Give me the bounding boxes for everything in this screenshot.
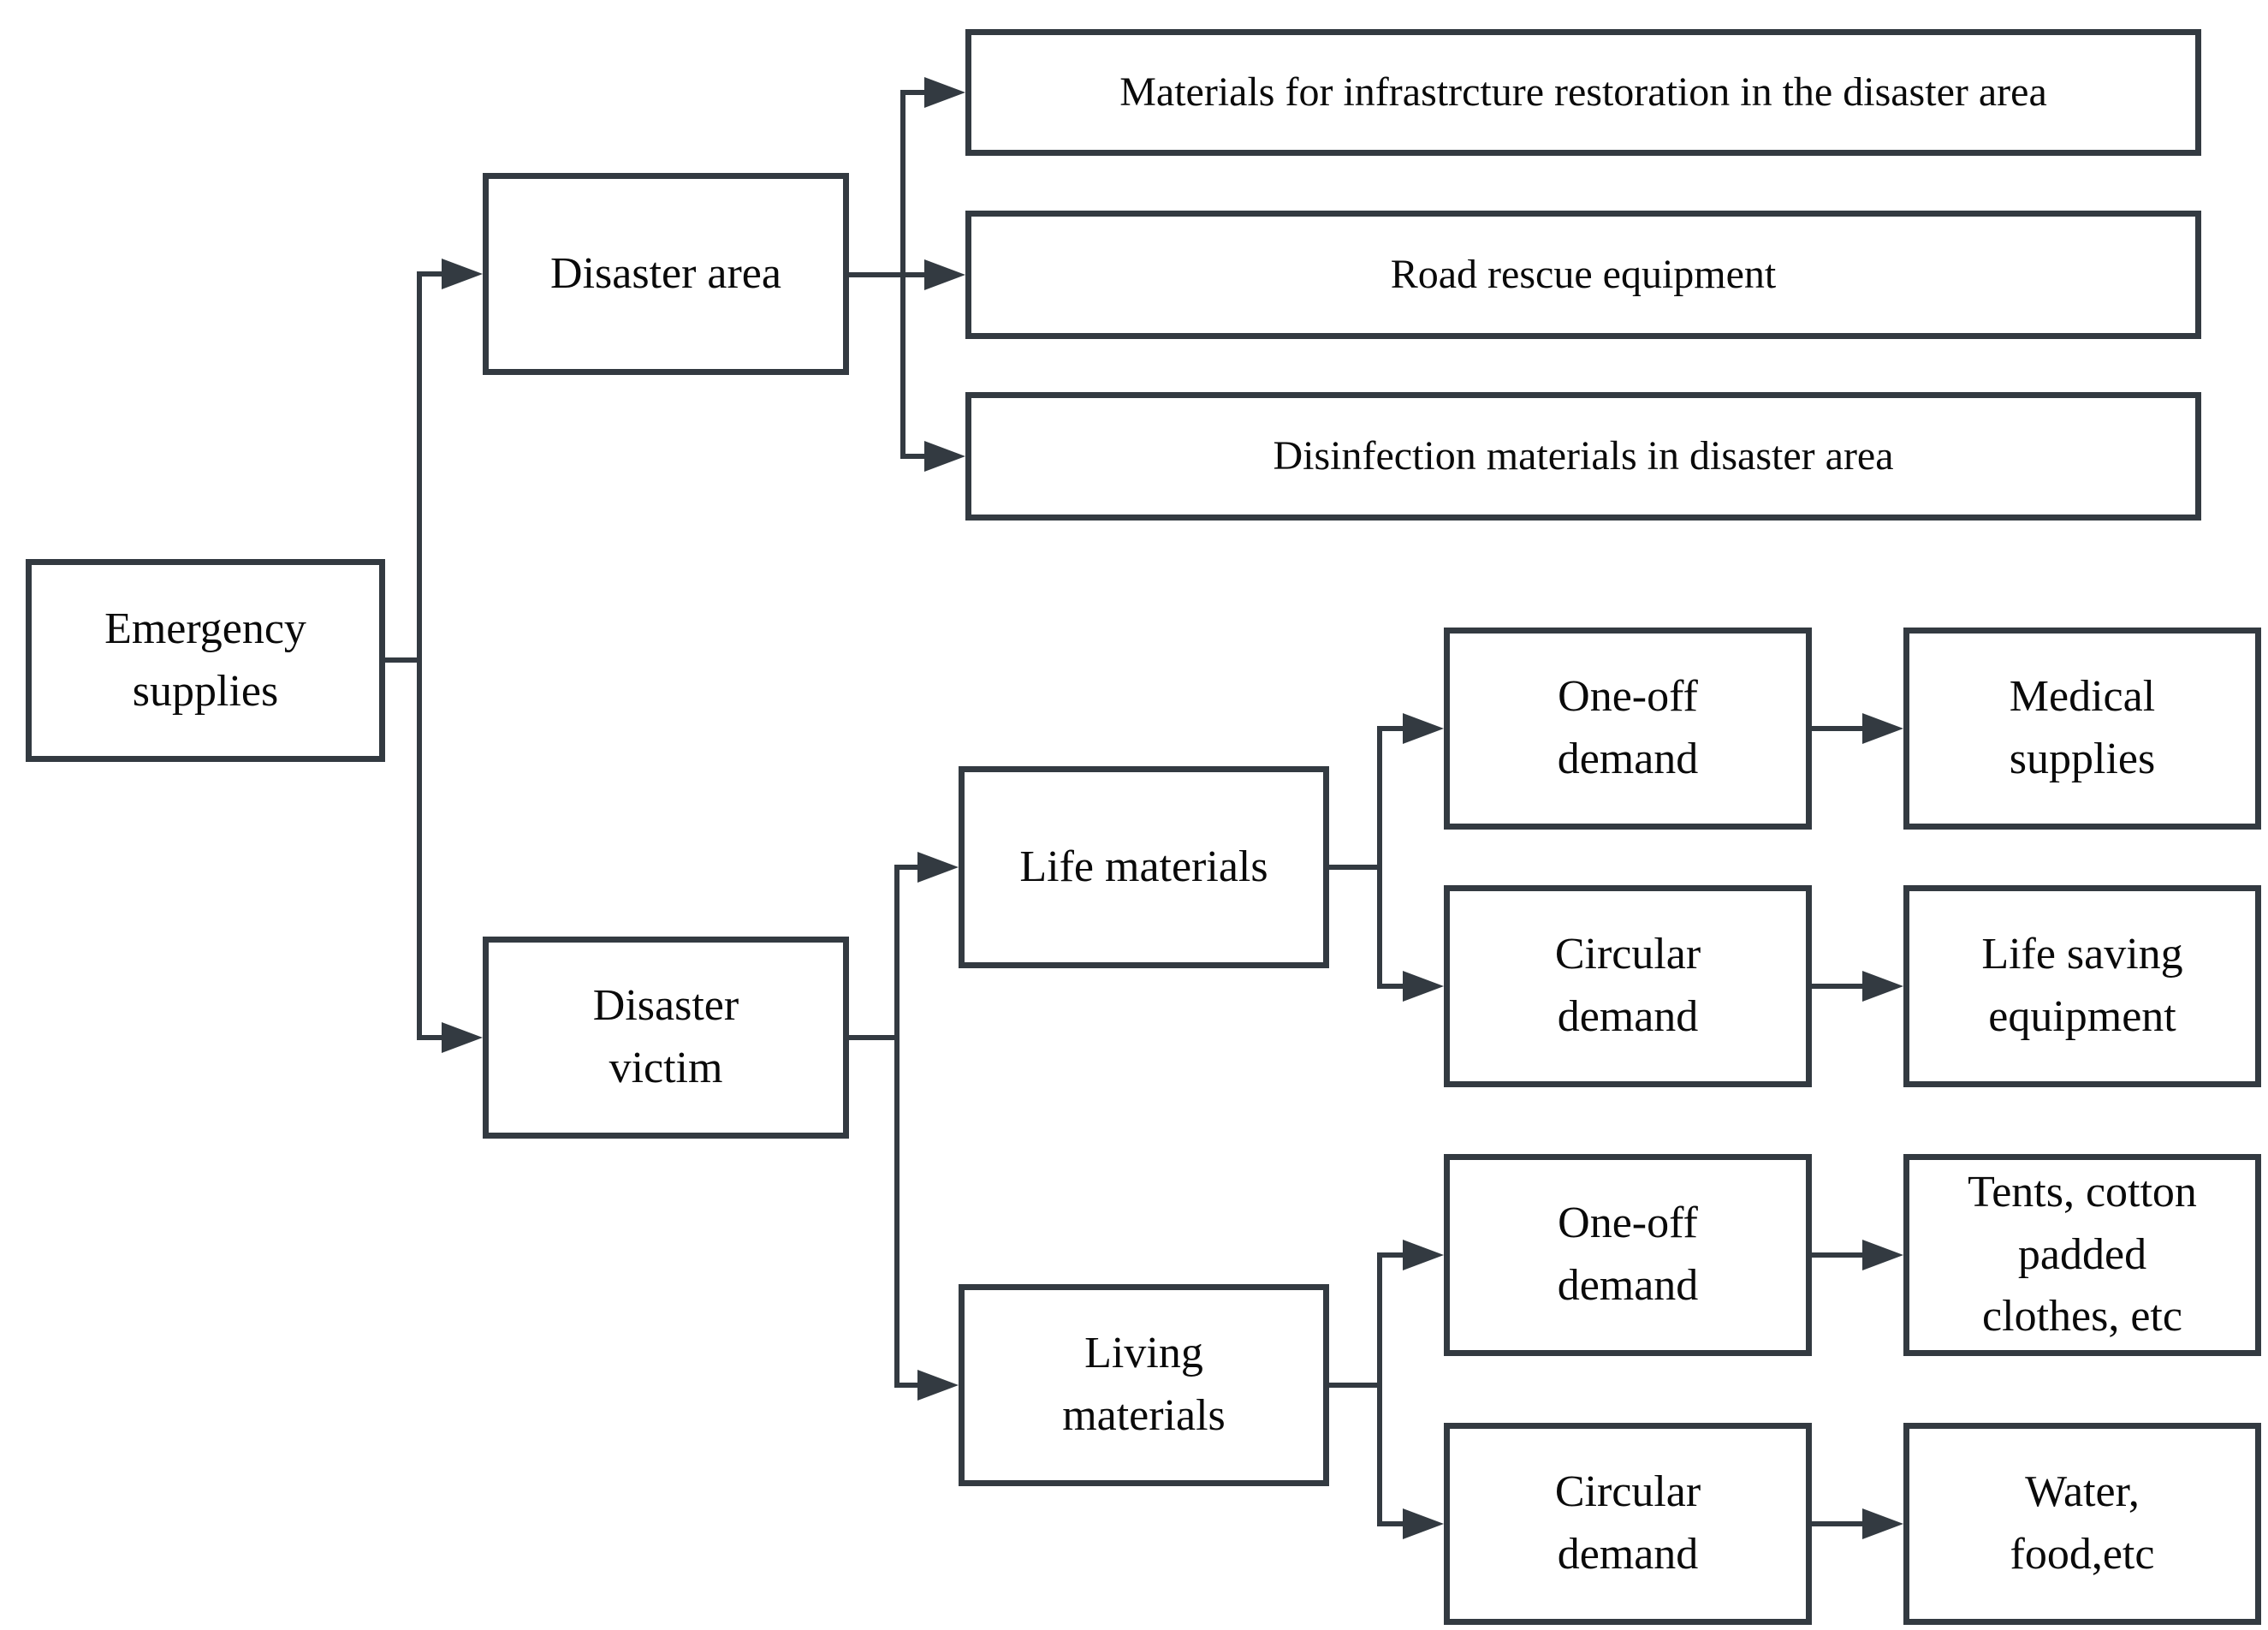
node-materials-infrastructure: Materials for infrastrcture restoration … xyxy=(965,29,2201,156)
node-life-circular-demand: Circular demand xyxy=(1444,885,1812,1087)
node-emergency-supplies: Emergency supplies xyxy=(26,559,385,762)
node-tents-cotton-clothes: Tents, cotton padded clothes, etc xyxy=(1903,1154,2261,1356)
node-life-saving-equipment: Life saving equipment xyxy=(1903,885,2261,1087)
node-road-rescue-equipment: Road rescue equipment xyxy=(965,211,2201,339)
node-disinfection-materials: Disinfection materials in disaster area xyxy=(965,392,2201,521)
node-disaster-area: Disaster area xyxy=(483,173,849,375)
node-living-circular-demand: Circular demand xyxy=(1444,1423,1812,1625)
node-medical-supplies: Medical supplies xyxy=(1903,628,2261,830)
node-disaster-victim: Disaster victim xyxy=(483,937,849,1139)
node-water-food: Water, food,etc xyxy=(1903,1423,2261,1625)
node-life-materials: Life materials xyxy=(959,766,1329,968)
node-life-oneoff-demand: One-off demand xyxy=(1444,628,1812,830)
node-living-materials: Living materials xyxy=(959,1284,1329,1486)
node-living-oneoff-demand: One-off demand xyxy=(1444,1154,1812,1356)
